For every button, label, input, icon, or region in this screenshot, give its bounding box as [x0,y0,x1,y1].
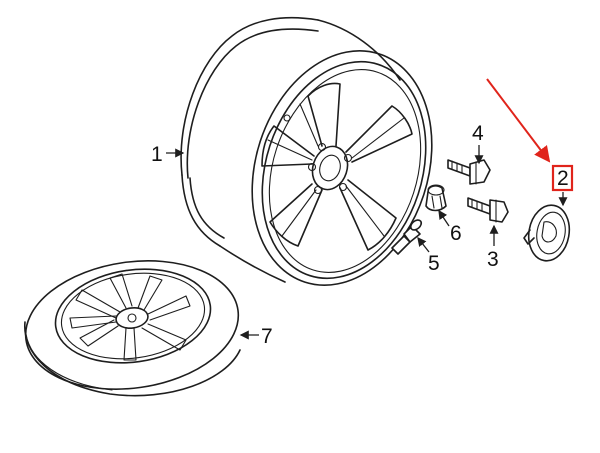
center-cap [523,204,571,262]
callout-label-1: 1 [151,143,163,166]
leader-5 [417,236,430,253]
wheel-rim [180,16,433,286]
callout-label-2: 2 [557,167,569,190]
highlight-box [551,164,574,192]
highlight-annotation [486,78,574,192]
highlight-arrow [486,78,551,163]
callout-leaders [166,145,568,340]
bolt-cap [425,184,447,212]
spare-wheel [24,260,241,397]
callout-label-7: 7 [261,325,273,348]
leader-6 [438,209,450,227]
callout-label-5: 5 [428,252,440,275]
callout-labels: 1 2 3 4 5 6 7 [151,122,569,348]
wheel-bolt [467,197,509,223]
callout-label-4: 4 [472,122,484,145]
callout-label-6: 6 [450,222,462,245]
valve-stem [391,219,423,255]
callout-label-3: 3 [487,248,499,271]
locking-bolt [447,159,491,185]
